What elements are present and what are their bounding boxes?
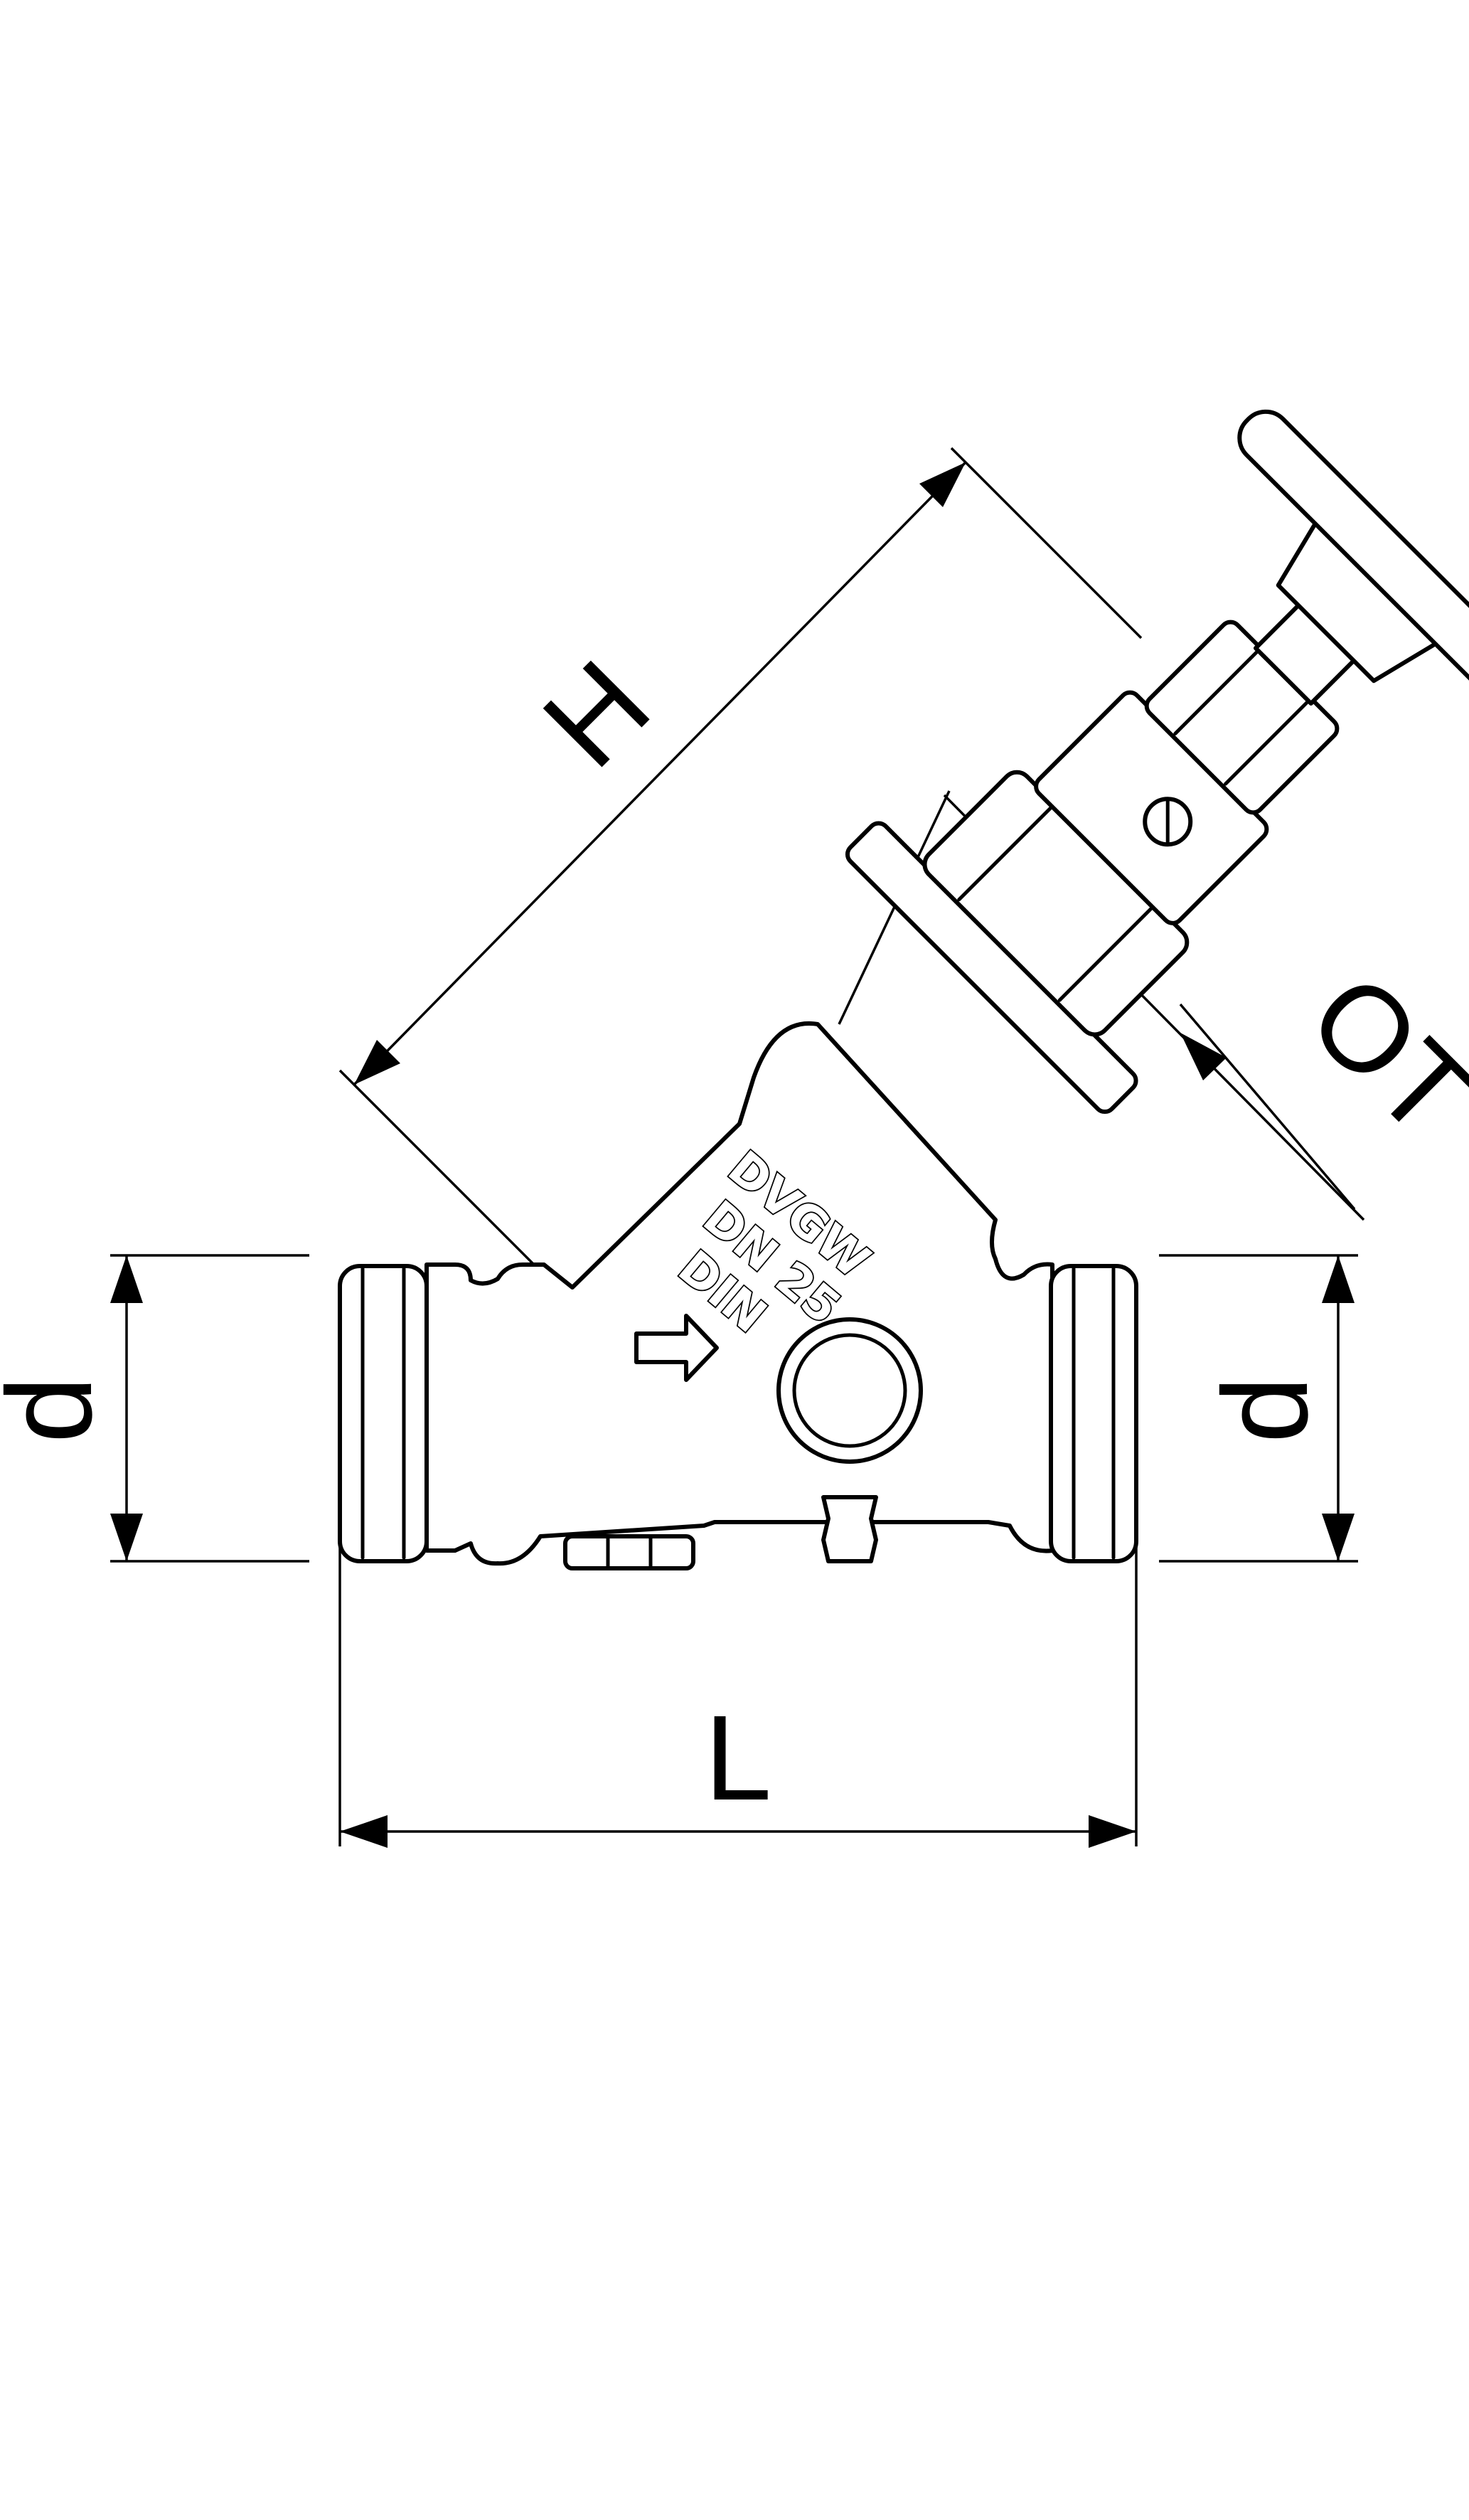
arrowhead-d-right-top	[1322, 1255, 1355, 1303]
valve-body	[338, 1021, 1138, 1570]
arrowhead-d-left-bottom	[110, 1514, 143, 1561]
handwheel	[1237, 409, 1469, 722]
hex-nut-edge	[957, 804, 1054, 902]
stem-hex-edge-2	[1224, 698, 1310, 786]
dimension-label-H: H	[518, 635, 675, 792]
drain-plug	[563, 1534, 695, 1570]
socket-right	[1049, 1264, 1138, 1563]
arrowhead-OT-right	[1180, 1033, 1227, 1080]
dimension-label-d-right: d	[1198, 1376, 1333, 1444]
arrowhead-L-left	[340, 1815, 388, 1848]
flow-arrow-icon	[634, 1314, 719, 1382]
test-port-inner	[792, 1333, 907, 1448]
arrowhead-d-left-top	[110, 1255, 143, 1303]
extension-line-H-top	[950, 447, 1143, 639]
test-port	[776, 1317, 923, 1464]
hose-nipple	[821, 1495, 878, 1563]
dimension-label-d-left: d	[0, 1376, 117, 1444]
bonnet-assembly	[845, 409, 1469, 1115]
dimension-label-OT: OT	[1283, 948, 1469, 1162]
dimension-d-left: d	[0, 1254, 309, 1563]
extension-line-OT-right	[1179, 1003, 1356, 1211]
stem-hex-edge	[1173, 649, 1261, 735]
arrowhead-L-right	[1089, 1815, 1136, 1848]
hex-nut-edge-2	[1057, 905, 1155, 1002]
dimension-d-right: d	[1159, 1254, 1358, 1563]
arrowhead-H-top	[919, 462, 966, 507]
arrowhead-d-right-bottom	[1322, 1514, 1355, 1561]
lock-screw-slot	[1165, 799, 1170, 844]
dimension-label-L: L	[705, 1691, 772, 1826]
arrowhead-H-bottom	[354, 1040, 400, 1085]
dimension-line-H	[353, 461, 967, 1086]
socket-left	[338, 1264, 429, 1563]
